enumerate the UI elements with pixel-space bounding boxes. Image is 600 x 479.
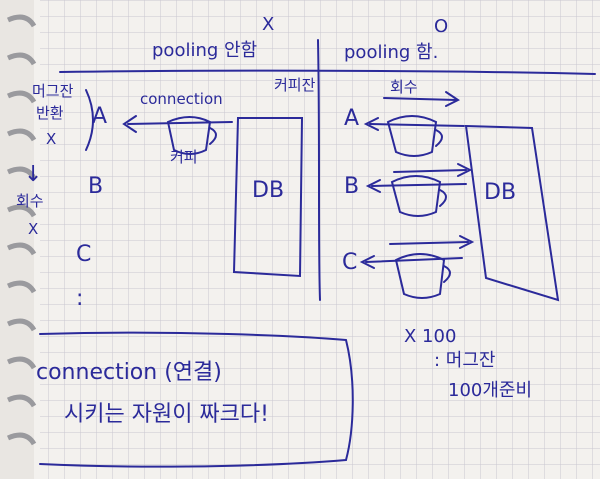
row-a-arrow bbox=[369, 123, 465, 127]
left-db-label: DB bbox=[252, 178, 285, 203]
right-note-mug: : 머그잔 bbox=[434, 350, 496, 371]
footer-line-1: connection (연결) bbox=[36, 360, 222, 385]
right-db-box bbox=[464, 124, 560, 302]
right-row-c: C bbox=[342, 250, 358, 275]
left-row-b: B bbox=[88, 174, 104, 199]
left-cup-label: 커피 bbox=[170, 148, 198, 166]
side-note-arrow: ↓ bbox=[24, 162, 43, 187]
row-b-arrow bbox=[371, 183, 467, 187]
row-b-cup bbox=[390, 175, 442, 217]
side-note-mug: 머그잔 bbox=[32, 82, 74, 100]
right-count: X 100 bbox=[404, 326, 457, 347]
side-note-bracket bbox=[85, 89, 94, 151]
right-mark: O bbox=[434, 16, 449, 37]
side-note-x2: X bbox=[28, 220, 39, 238]
row-c-cup bbox=[394, 253, 446, 299]
connection-label: connection bbox=[140, 90, 223, 108]
left-db-box bbox=[232, 117, 304, 278]
footer-line-2: 시키는 자원이 짜크다! bbox=[64, 402, 269, 427]
header-divider bbox=[59, 69, 596, 75]
left-row-more: : bbox=[76, 286, 84, 311]
right-note-count: 100개준비 bbox=[448, 380, 533, 401]
right-top-arrow bbox=[383, 97, 457, 101]
left-mark: X bbox=[262, 14, 275, 35]
row-c-arrow bbox=[365, 257, 463, 263]
right-heading: pooling 함. bbox=[344, 42, 439, 63]
left-row-a: A bbox=[92, 104, 108, 129]
right-db-label: DB bbox=[484, 180, 517, 205]
left-heading: pooling 안함 bbox=[152, 40, 258, 61]
bottom-callout bbox=[39, 331, 354, 468]
right-row-a: A bbox=[344, 106, 360, 131]
side-note-x1: X bbox=[46, 130, 57, 148]
side-note-collect: 회수 bbox=[16, 192, 44, 210]
right-return-label: 회수 bbox=[390, 78, 418, 96]
left-connection-arrow bbox=[127, 121, 233, 125]
right-top-label: 커피잔 bbox=[274, 76, 316, 94]
right-row-b: B bbox=[344, 174, 360, 199]
left-row-c: C bbox=[76, 242, 92, 267]
left-coffee-cup bbox=[166, 116, 212, 155]
row-a-cup bbox=[386, 115, 438, 157]
center-divider bbox=[317, 39, 321, 301]
ink-drawing bbox=[39, 39, 596, 468]
side-note-return: 반환 bbox=[36, 104, 64, 122]
spiral-binding bbox=[0, 0, 37, 479]
